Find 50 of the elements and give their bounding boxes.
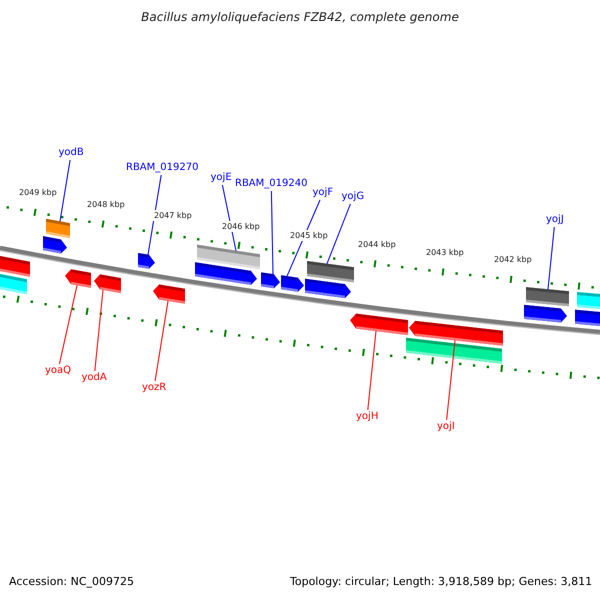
leader-line: [270, 190, 274, 275]
gene-feature: [138, 253, 155, 269]
gene-label: yojI: [437, 421, 455, 433]
gene-label: yodA: [82, 372, 107, 384]
gene-bar: [575, 310, 600, 326]
gene-feature: [153, 284, 185, 304]
gene-label: RBAM_019270: [126, 162, 198, 174]
gene-feature: [409, 320, 503, 346]
scale-label: 2049 kbp: [18, 187, 58, 198]
gene-label: yodB: [58, 147, 84, 159]
gene-bar: [307, 261, 354, 282]
gene-feature: [94, 274, 121, 294]
leader-line: [58, 284, 78, 364]
genome-stats-note: Topology: circular; Length: 3,918,589 bp; Genes: 3,811: [290, 575, 592, 589]
leader-line: [548, 226, 555, 290]
title: Bacillus amyloliquefaciens FZB42, complete genome: [140, 10, 460, 25]
scale-label: 2044 kbp: [357, 239, 397, 250]
gene-label: yojJ: [546, 214, 564, 226]
gene-feature: [261, 272, 280, 288]
scale-label: 2043 kbp: [425, 247, 465, 258]
gene-label: yozR: [142, 382, 166, 394]
gene-bar: [0, 256, 30, 277]
gene-feature: [350, 314, 408, 336]
scale-label: 2042 kbp: [493, 254, 533, 265]
leader-line: [326, 204, 351, 264]
accession-note: Accession: NC_009725: [9, 575, 134, 589]
leader-line: [60, 160, 71, 222]
scale-label: 2047 kbp: [153, 210, 193, 221]
gene-label: yoaQ: [45, 365, 72, 377]
scale-label: 2048 kbp: [86, 199, 126, 210]
gene-feature: [524, 304, 567, 322]
gene-label: yojF: [312, 187, 334, 199]
gene-bar: [0, 274, 27, 294]
leader-line: [367, 330, 376, 410]
gene-label: RBAM_019240: [235, 178, 308, 190]
gene-feature: [43, 236, 67, 254]
leader-line: [446, 340, 456, 420]
scale-label: 2046 kbp: [221, 221, 261, 232]
gene-feature: [65, 269, 91, 288]
gene-bar: [577, 292, 600, 309]
leader-line: [154, 300, 168, 382]
gene-label: yojE: [210, 172, 232, 184]
gene-label: yojH: [356, 411, 378, 423]
gene-bar: [197, 244, 260, 270]
gene-bar: [46, 218, 70, 238]
gene-bar: [526, 287, 569, 306]
gene-feature: [281, 275, 304, 292]
leader-line: [94, 290, 104, 372]
gene-label: yojG: [342, 191, 364, 203]
scale-label: 2045 kbp: [289, 230, 329, 241]
